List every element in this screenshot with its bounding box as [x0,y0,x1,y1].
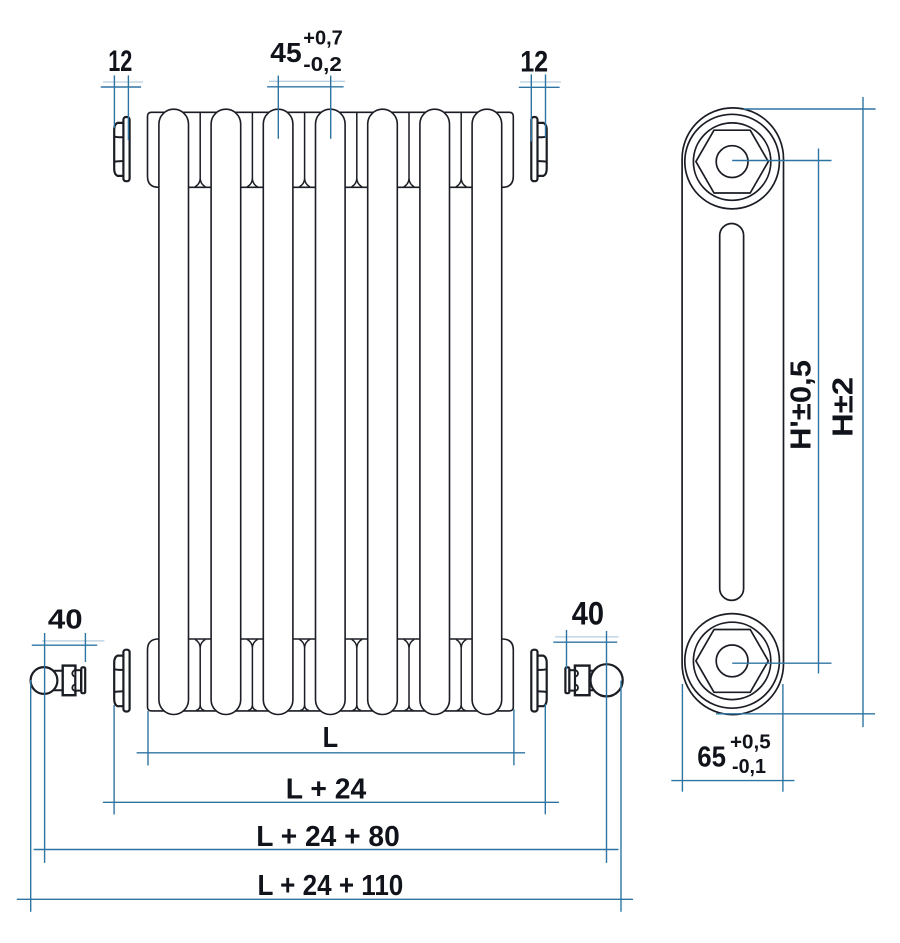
svg-text:H'±0,5: H'±0,5 [786,360,818,450]
svg-text:40: 40 [572,596,604,632]
svg-text:H±2: H±2 [828,377,860,437]
svg-text:+0,5: +0,5 [730,732,771,754]
svg-text:40: 40 [48,603,83,634]
svg-text:L + 24 + 80: L + 24 + 80 [256,821,400,853]
svg-text:-0,2: -0,2 [303,54,342,76]
svg-text:12: 12 [108,45,132,78]
svg-text:12: 12 [520,46,548,79]
svg-text:+0,7: +0,7 [303,28,343,50]
svg-text:45: 45 [270,37,301,68]
svg-text:65: 65 [697,742,726,774]
svg-text:-0,1: -0,1 [732,756,766,778]
svg-text:L + 24: L + 24 [286,773,367,805]
svg-text:L + 24 + 110: L + 24 + 110 [258,870,404,902]
svg-text:L: L [323,722,339,754]
